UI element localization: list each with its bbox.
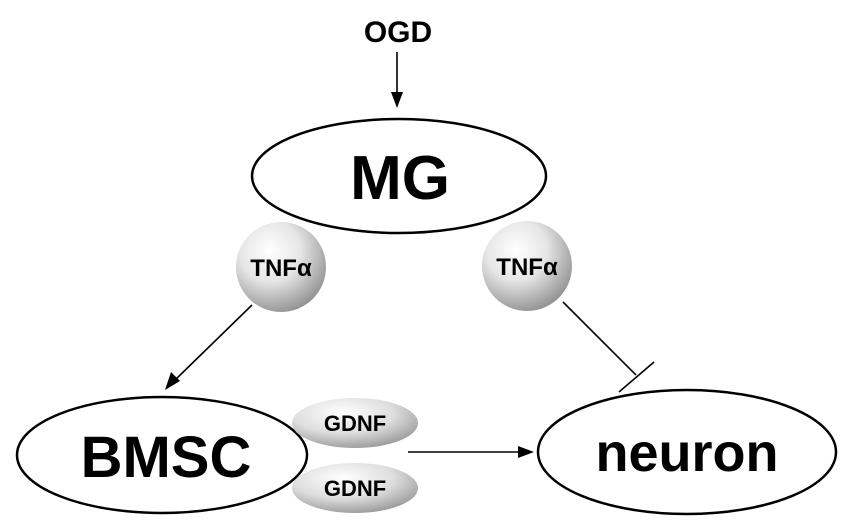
mg-node xyxy=(250,117,548,235)
tnf-right-label: TNFα xyxy=(496,254,558,281)
gdnf-top-label: GDNF xyxy=(324,411,386,436)
bmsc-node xyxy=(15,395,309,515)
gdnf-top-pill xyxy=(292,398,418,448)
inhibition-bar xyxy=(618,361,655,393)
ogd-label: OGD xyxy=(364,16,432,49)
neuron-label: neuron xyxy=(596,423,779,483)
bmsc-label: BMSC xyxy=(81,425,252,490)
neuron-node xyxy=(536,388,838,516)
tnf-right-sphere xyxy=(482,221,572,311)
gdnf-bottom-label: GDNF xyxy=(324,476,386,501)
mg-to-bmsc-arrowhead xyxy=(165,372,180,390)
tnf-left-sphere xyxy=(236,222,326,312)
mg-to-bmsc-arrow-line xyxy=(173,304,253,382)
gdnf-bottom-pill xyxy=(292,463,418,513)
bmsc-to-neuron-arrowhead xyxy=(518,446,534,458)
ogd-to-mg-arrowhead xyxy=(391,92,403,108)
mg-to-neuron-inhibition-line xyxy=(562,301,637,376)
mg-label: MG xyxy=(350,144,450,213)
tnf-left-label: TNFα xyxy=(250,255,312,282)
